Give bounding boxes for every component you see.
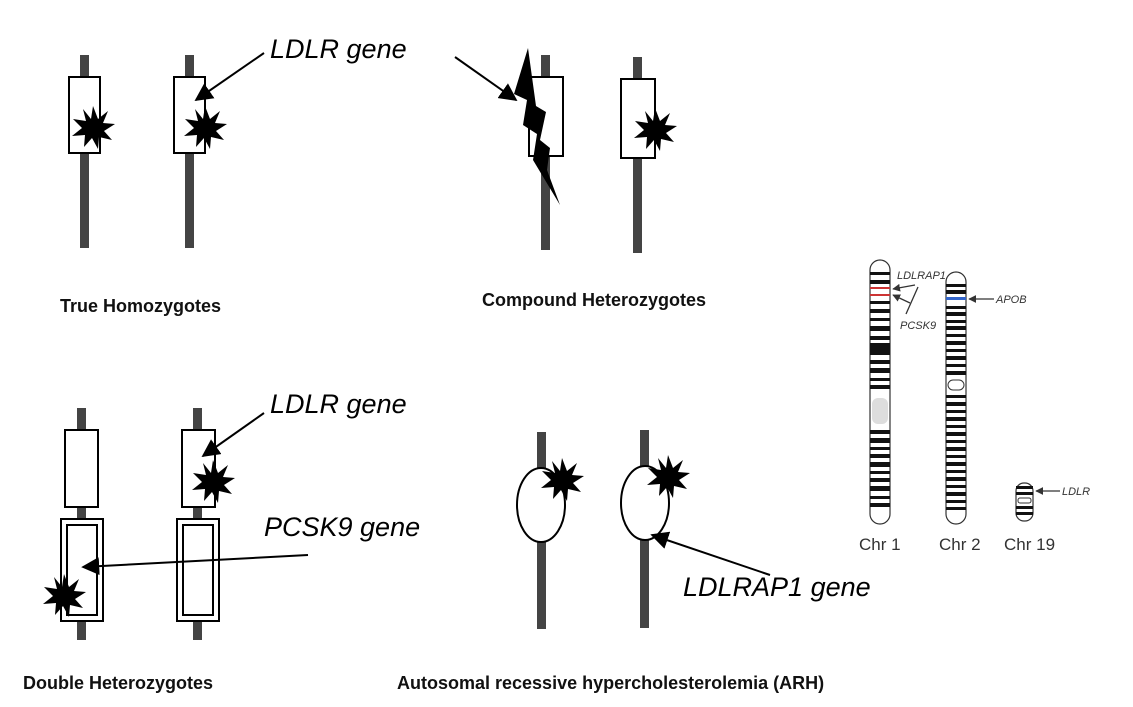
chr2-label: Chr 2 [939, 535, 981, 554]
chromosome-2: Chr 2 [939, 271, 981, 554]
chromosome-ideogram: Chr 1 [859, 259, 1090, 554]
chromosome-19: Chr 19 [1004, 482, 1055, 554]
ldlr-pointer-arrow [201, 412, 265, 458]
panel-true-homozygotes: LDLR gene True Homozygotes [60, 34, 407, 316]
panel-compound-heterozygotes: Compound Heterozygotes [454, 48, 706, 310]
double-heterozygotes-caption: Double Heterozygotes [23, 673, 213, 693]
ldlrap1-locus-label: LDLRAP1 [897, 270, 946, 282]
ldlrap1-gene-label: LDLRAP1 gene [683, 572, 871, 602]
chromosome-1: Chr 1 [859, 259, 901, 554]
panel-arh: LDLRAP1 gene Autosomal recessive hyperch… [397, 430, 871, 693]
panel-double-heterozygotes: LDLR gene PCSK9 gene Double Heterozygote… [23, 389, 420, 693]
compound-heterozygotes-caption: Compound Heterozygotes [482, 290, 706, 310]
ldlr-locus-label: LDLR [1062, 486, 1090, 498]
true-homozygotes-caption: True Homozygotes [60, 296, 221, 316]
pcsk9-locus-arrow-b [892, 294, 911, 304]
chr1-label: Chr 1 [859, 535, 901, 554]
pcsk9-gene-label: PCSK9 gene [264, 512, 420, 542]
ldlr-gene-label: LDLR gene [270, 34, 407, 64]
pcsk9-locus-arrow-a [905, 286, 919, 315]
pcsk9-locus-label: PCSK9 [900, 320, 936, 332]
ldlr-gene-box-left [64, 429, 99, 508]
lightning-bolt-icon [514, 48, 560, 205]
ldlr-gene-label: LDLR gene [270, 389, 407, 419]
pcsk9-pointer-arrow [81, 554, 309, 576]
pcsk9-gene-box-right-inner [182, 524, 214, 616]
ldlrap1-locus-arrow [892, 283, 916, 292]
ldlrap1-pointer-arrow [650, 531, 771, 576]
chr19-label: Chr 19 [1004, 535, 1055, 554]
apob-locus-label: APOB [995, 294, 1027, 306]
ldlrap1-gene-oval-right [620, 465, 670, 541]
arh-caption: Autosomal recessive hypercholesterolemia… [397, 673, 824, 693]
ldlr-pointer-arrow [454, 56, 518, 102]
ldlr-pointer-arrow [194, 52, 265, 102]
ldlr-gene-box-right [181, 429, 216, 508]
